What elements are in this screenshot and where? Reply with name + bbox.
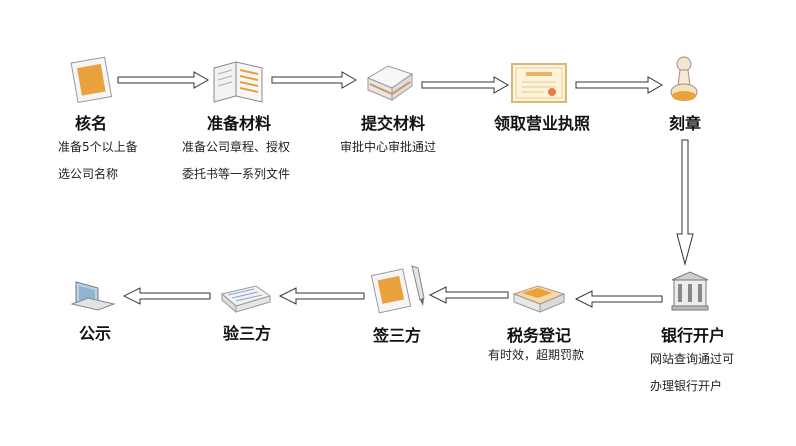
desc-line: 办理银行开户 bbox=[650, 379, 723, 393]
arrow-prepare-to-submit bbox=[271, 71, 358, 89]
step-desc-hemin: 准备5个以上备 选公司名称 bbox=[58, 134, 138, 188]
arrow-verify-to-publicize bbox=[122, 287, 211, 305]
step-title-hemin: 核名 bbox=[74, 114, 107, 133]
arrow-license-to-seal bbox=[575, 76, 664, 94]
desc-line: 委托书等一系列文件 bbox=[182, 167, 291, 181]
step-desc-prepare: 准备公司章程、授权 委托书等一系列文件 bbox=[182, 134, 290, 188]
step-desc-bank: 网站查询通过可 办理银行开户 bbox=[650, 346, 734, 400]
arrow-sign-to-verify bbox=[278, 287, 365, 305]
step-title-tax: 税务登记 bbox=[506, 326, 571, 345]
arrow-tax-to-sign bbox=[428, 286, 509, 304]
desc-line: 选公司名称 bbox=[58, 167, 119, 181]
arrow-bank-to-tax bbox=[574, 290, 663, 308]
desc-line: 网站查询通过可 bbox=[650, 352, 735, 366]
step-title-bank: 银行开户 bbox=[660, 326, 725, 345]
desc-line: 准备5个以上备 bbox=[58, 140, 138, 154]
step-title-sign: 签三方 bbox=[372, 326, 421, 345]
step-title-license: 领取营业执照 bbox=[493, 114, 590, 133]
step-title-verify: 验三方 bbox=[222, 324, 271, 343]
arrow-seal-to-bank bbox=[676, 139, 694, 266]
step-desc-tax: 有时效，超期罚款 bbox=[488, 342, 584, 369]
step-desc-submit: 审批中心审批通过 bbox=[340, 134, 436, 161]
desc-line: 审批中心审批通过 bbox=[340, 140, 437, 154]
arrow-submit-to-license bbox=[421, 76, 510, 94]
desc-line: 有时效，超期罚款 bbox=[488, 348, 585, 362]
desc-line: 准备公司章程、授权 bbox=[182, 140, 291, 154]
step-title-prepare: 准备材料 bbox=[206, 114, 271, 133]
step-title-publicize: 公示 bbox=[78, 324, 111, 343]
arrow-hemin-to-prepare bbox=[117, 71, 210, 89]
step-title-seal: 刻章 bbox=[668, 114, 701, 133]
step-title-submit: 提交材料 bbox=[360, 114, 425, 133]
